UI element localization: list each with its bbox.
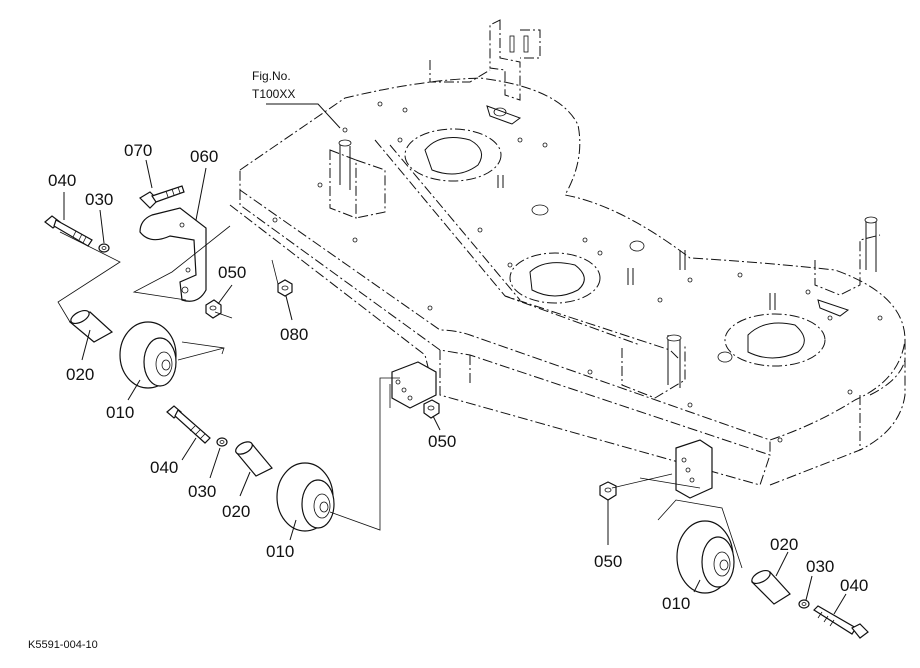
part-label-040-left: 040: [48, 171, 76, 190]
part-label-040-left-front: 040: [150, 458, 178, 477]
part-label-030-right: 030: [806, 557, 834, 576]
part-label-050-right: 050: [594, 552, 622, 571]
spindle-opening-left: [404, 128, 502, 182]
figure-label-line2: T100XX: [252, 87, 295, 101]
nut-050-right: [599, 481, 617, 501]
bracket-060: [139, 207, 207, 302]
reference-code: K5591-004-10: [28, 639, 98, 651]
spacer-020-left-front: [235, 441, 273, 477]
spacer-020-left: [68, 309, 114, 343]
part-label-030-left-front: 030: [188, 482, 216, 501]
part-label-050-center: 050: [428, 432, 456, 451]
figure-label-line1: Fig.No.: [252, 69, 291, 83]
wheel-010-left-front: [276, 462, 335, 532]
part-label-010-right: 010: [662, 594, 690, 613]
spacer-020-right: [751, 569, 791, 605]
washer-030-left-front: [216, 437, 228, 447]
nut-050-center: [423, 399, 440, 419]
part-label-030-left: 030: [85, 190, 113, 209]
bolt-040-left: [44, 215, 93, 247]
nut-050-left: [205, 299, 222, 319]
part-label-070: 070: [124, 141, 152, 160]
bolt-070: [139, 185, 185, 209]
bolt-040-left-front: [166, 405, 211, 444]
wheel-010-right: [676, 520, 735, 594]
nut-080: [277, 279, 293, 297]
part-label-020-right: 020: [770, 535, 798, 554]
part-label-020-left: 020: [66, 365, 94, 384]
bolt-040-right: [813, 605, 869, 639]
spindle-opening-right: [724, 313, 826, 367]
figure-label: Fig.No. T100XX: [252, 69, 295, 101]
part-label-080: 080: [280, 325, 308, 344]
part-label-010-left: 010: [106, 403, 134, 422]
part-label-010-left-front: 010: [266, 542, 294, 561]
mower-deck: [229, 19, 906, 499]
leader-lines: [57, 103, 847, 615]
part-label-050-left: 050: [218, 263, 246, 282]
washer-030-right: [798, 599, 810, 609]
spindle-opening-center: [509, 252, 601, 304]
part-label-020-left-front: 020: [222, 502, 250, 521]
part-label-040-right: 040: [840, 576, 868, 595]
part-label-060: 060: [190, 147, 218, 166]
washer-030-left: [98, 243, 110, 253]
wheel-010-left-rear: [119, 321, 177, 389]
